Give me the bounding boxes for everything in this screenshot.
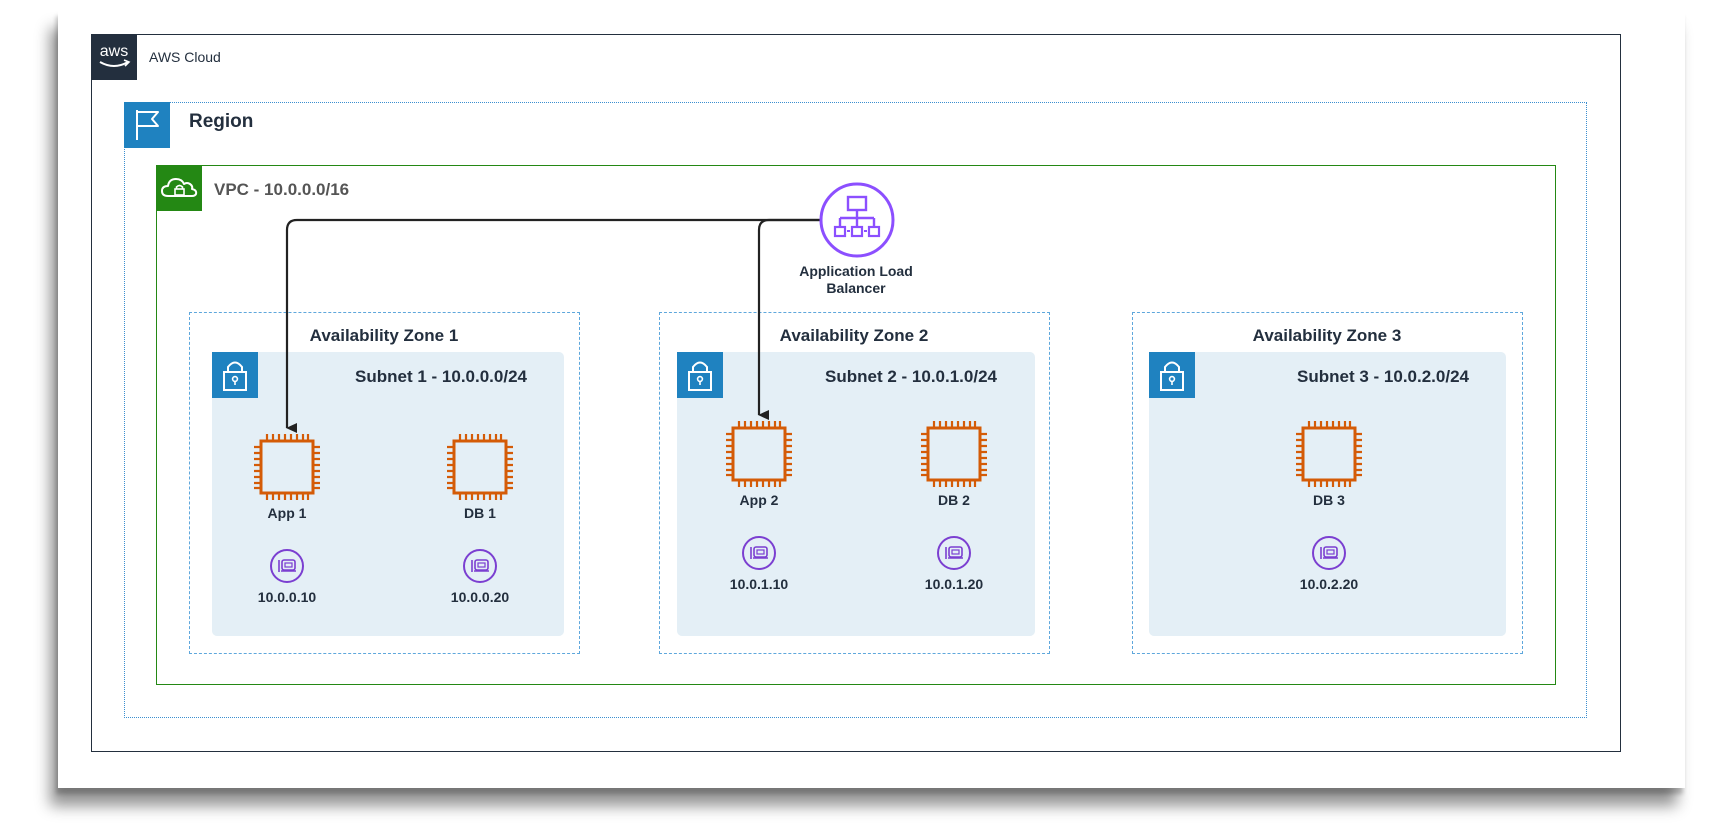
subnet-3	[1149, 352, 1506, 636]
subnet-label: Subnet 1 - 10.0.0.0/24	[355, 367, 527, 386]
padlock-icon	[677, 352, 723, 398]
aws-cloud-group	[91, 34, 1621, 752]
availability-zone-3	[1132, 312, 1523, 654]
availability-zone-2	[659, 312, 1050, 654]
subnet-label: Subnet 3 - 10.0.2.0/24	[1297, 367, 1469, 386]
connector-alb-to-app-1	[285, 218, 820, 433]
network-interface-icon	[741, 535, 777, 571]
ec2-instance-icon	[920, 420, 988, 488]
connector-alb-to-app-2	[757, 218, 820, 420]
aws-logo-icon: aws	[91, 34, 137, 80]
ec2-instance-icon	[1295, 420, 1363, 488]
network-interface-icon	[1311, 535, 1347, 571]
instance-label: DB 3	[1313, 492, 1345, 508]
availability-zone-label: Availability Zone 1	[309, 326, 459, 345]
aws-logo-text: aws	[100, 43, 128, 60]
ec2-instance-icon	[253, 433, 321, 501]
network-interface-icon	[269, 548, 305, 584]
ip-address-label: 10.0.2.20	[1299, 576, 1359, 592]
vpc-label: VPC - 10.0.0.0/16	[214, 180, 350, 199]
padlock-icon	[212, 352, 258, 398]
region-label: Region	[189, 111, 254, 132]
subnet-label: Subnet 2 - 10.0.1.0/24	[825, 367, 997, 386]
availability-zone-1	[189, 312, 580, 654]
aws-cloud-label: AWS Cloud	[149, 49, 221, 65]
ip-address-label: 10.0.1.20	[924, 576, 984, 592]
network-interface-icon	[462, 548, 498, 584]
instance-label: App 1	[267, 505, 307, 521]
ip-address-label: 10.0.1.10	[729, 576, 789, 592]
padlock-icon	[1149, 352, 1195, 398]
availability-zone-label: Availability Zone 3	[1252, 326, 1402, 345]
subnet-2	[677, 352, 1035, 636]
instance-label: DB 2	[938, 492, 970, 508]
ec2-instance-icon	[725, 420, 793, 488]
availability-zone-label: Availability Zone 2	[779, 326, 929, 345]
vpc-group	[156, 165, 1556, 685]
instance-label: DB 1	[464, 505, 496, 521]
ip-address-label: 10.0.0.20	[450, 589, 510, 605]
region-group	[124, 102, 1587, 718]
load-balancer-icon	[818, 181, 896, 259]
cloud-lock-icon	[156, 165, 202, 211]
flag-icon	[124, 102, 170, 148]
ip-address-label: 10.0.0.10	[257, 589, 317, 605]
network-interface-icon	[936, 535, 972, 571]
ec2-instance-icon	[446, 433, 514, 501]
load-balancer-label: Application Load Balancer	[799, 263, 913, 296]
instance-label: App 2	[739, 492, 779, 508]
